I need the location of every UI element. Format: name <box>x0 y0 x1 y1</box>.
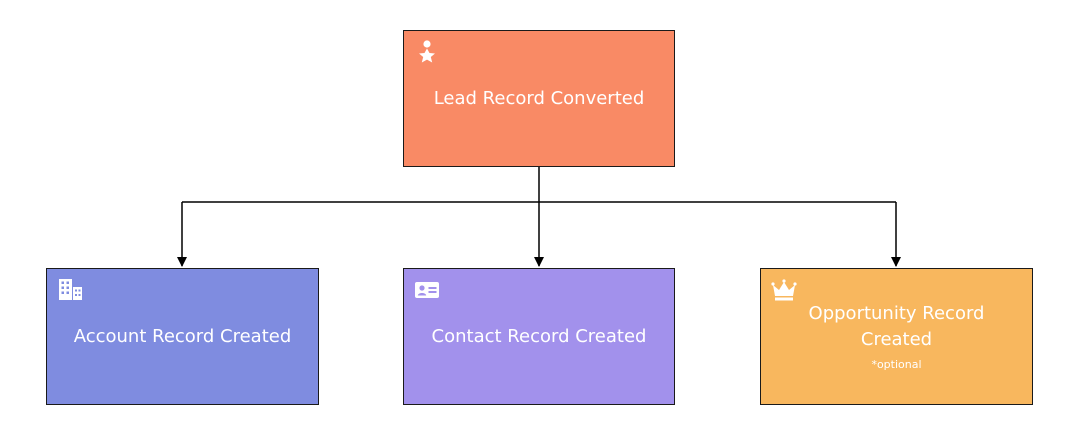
opportunity-record-created-box: Opportunity Record Created *optional <box>760 268 1033 405</box>
account-record-created-label: Account Record Created <box>73 325 292 347</box>
optional-note: *optional <box>871 357 922 371</box>
lead-record-converted-label: Lead Record Converted <box>433 87 645 109</box>
person-star-icon <box>419 40 435 63</box>
contact-card-icon <box>415 282 439 298</box>
account-record-created-box: Account Record Created <box>46 268 319 405</box>
building-icon <box>59 279 82 300</box>
lead-record-converted-box: Lead Record Converted <box>403 30 675 167</box>
contact-record-created-box: Contact Record Created <box>403 268 675 405</box>
contact-record-created-label: Contact Record Created <box>431 325 647 347</box>
opportunity-record-created-label: Opportunity Record Created <box>808 302 985 350</box>
crown-icon <box>771 279 797 301</box>
